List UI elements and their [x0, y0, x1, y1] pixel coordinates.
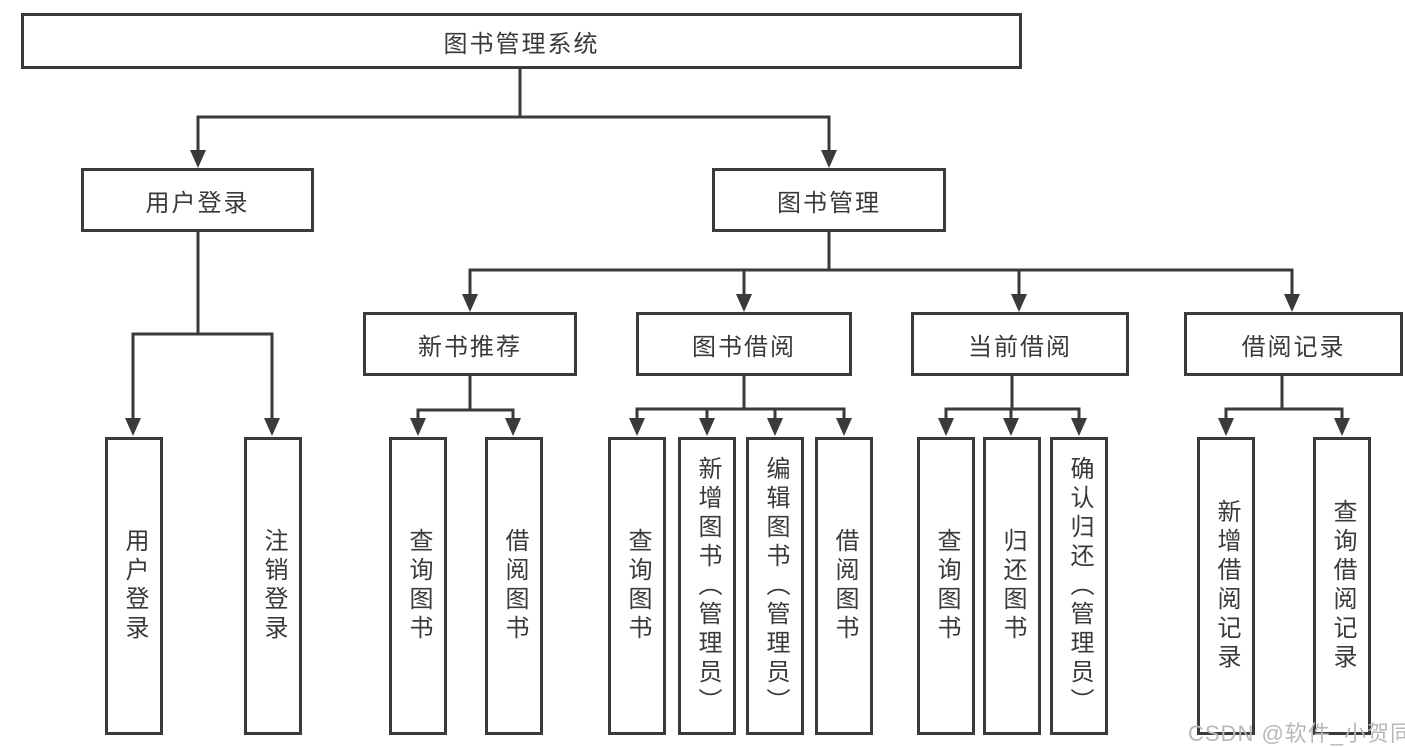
- leaf-borrow-books-recommend-label: 借阅图书: [501, 528, 528, 644]
- node-book-management-label: 图书管理: [777, 189, 881, 217]
- edge-mgmt-rail: [468, 230, 1294, 296]
- leaf-confirm-return-admin-label: 确认归还（管理员）: [1066, 455, 1093, 717]
- leaf-add-borrow-record-label: 新增借阅记录: [1213, 499, 1240, 673]
- leaf-query-books-recommend: 查询图书: [389, 437, 447, 735]
- node-library-system: 图书管理系统: [21, 13, 1022, 69]
- node-borrow-records-label: 借阅记录: [1241, 333, 1346, 361]
- node-user-login-label: 用户登录: [145, 189, 250, 217]
- node-new-book-recommend-label: 新书推荐: [418, 333, 522, 361]
- leaf-borrow-books-label: 借阅图书: [831, 528, 858, 644]
- leaf-return-books-label: 归还图书: [999, 528, 1026, 644]
- node-current-borrow-label: 当前借阅: [968, 333, 1072, 361]
- leaf-edit-books-admin: 编辑图书（管理员）: [746, 437, 804, 735]
- leaf-query-books-borrow-label: 查询图书: [624, 528, 651, 644]
- edge-root-rail: [196, 67, 831, 152]
- leaf-return-books: 归还图书: [983, 437, 1041, 735]
- node-library-system-label: 图书管理系统: [443, 30, 600, 58]
- edge-borrow-rail: [635, 374, 846, 420]
- leaf-query-borrow-record: 查询借阅记录: [1313, 437, 1371, 735]
- leaf-confirm-return-admin: 确认归还（管理员）: [1050, 437, 1108, 735]
- leaf-edit-books-admin-label: 编辑图书（管理员）: [762, 455, 789, 717]
- leaf-borrow-books-recommend: 借阅图书: [485, 437, 543, 735]
- leaf-user-login-label: 用户登录: [121, 528, 148, 644]
- leaf-borrow-books: 借阅图书: [815, 437, 873, 735]
- node-book-borrow-label: 图书借阅: [692, 333, 796, 361]
- leaf-query-books-current-label: 查询图书: [933, 528, 960, 644]
- node-book-borrow: 图书借阅: [636, 312, 852, 376]
- edge-recommend-rail: [416, 374, 515, 420]
- edge-login-rail: [131, 230, 274, 420]
- leaf-query-books-borrow: 查询图书: [608, 437, 666, 735]
- leaf-add-books-admin-label: 新增图书（管理员）: [694, 455, 721, 717]
- leaf-add-books-admin: 新增图书（管理员）: [678, 437, 736, 735]
- node-book-management: 图书管理: [712, 168, 946, 232]
- leaf-logout-label: 注销登录: [260, 528, 287, 644]
- leaf-query-borrow-record-label: 查询借阅记录: [1329, 499, 1356, 673]
- node-current-borrow: 当前借阅: [911, 312, 1129, 376]
- node-user-login: 用户登录: [81, 168, 314, 232]
- leaf-add-borrow-record: 新增借阅记录: [1197, 437, 1255, 735]
- csdn-watermark: CSDN @软件_小贺同学: [1188, 721, 1405, 746]
- leaf-query-books-recommend-label: 查询图书: [405, 528, 432, 644]
- leaf-user-login: 用户登录: [105, 437, 163, 735]
- leaf-query-books-current: 查询图书: [917, 437, 975, 735]
- edge-records-rail: [1224, 374, 1344, 420]
- leaf-logout: 注销登录: [244, 437, 302, 735]
- node-borrow-records: 借阅记录: [1184, 312, 1403, 376]
- node-new-book-recommend: 新书推荐: [363, 312, 577, 376]
- edge-current-rail: [944, 374, 1081, 420]
